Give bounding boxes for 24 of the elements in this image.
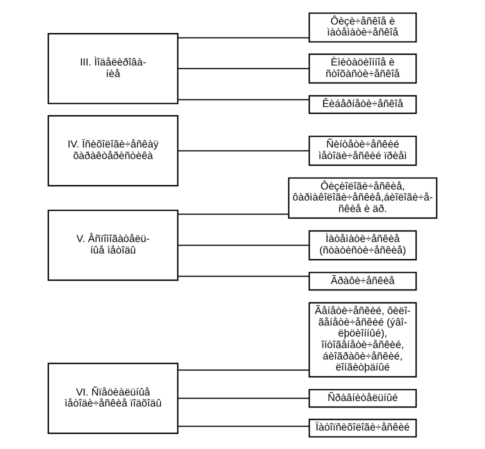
- node-box: Ïàòîïñèõîëîãè÷åñêèé: [308, 418, 417, 438]
- connector: [178, 369, 310, 370]
- node-box: Ñðàâíèòåëüíûé: [308, 388, 417, 408]
- node-box: Ãåíåòè÷åñêèé, ôèëî- ãåíåòè÷åñêèé (ýâî- ëþöèîííûé), îíòîãåíåòè÷åñêèé, áèîãðàôè÷åñêèé, ëîíãèòþäíûé: [308, 302, 417, 377]
- node-box: V. Âñïîìîãàòåëü- íûå ìåòîäû: [48, 209, 178, 280]
- node-box: III. Ìîäåëèðîâà- íèå: [48, 32, 178, 104]
- node-box: Êèáåðíåòè÷åñêîå: [308, 94, 417, 114]
- node-box: IV. Ïñèõîëîãè÷åñêàÿ õàðàêòåðèñòèêà: [48, 114, 178, 186]
- connector: [178, 397, 310, 398]
- node-box: Èìèòàöèîííîå è ñòîõàñòè÷åñêîå: [308, 53, 417, 84]
- connector: [178, 98, 310, 100]
- node-box: VI. Ñïåöèàëüíûå ìåòîäè÷åñêèå ïîäõîäû: [48, 362, 178, 434]
- connector: [178, 36, 310, 38]
- connector: [178, 150, 310, 151]
- node-box: Ãðàôè÷åñêèå: [308, 271, 417, 290]
- node-box: Ôèçèîëîãè÷åñêèå, ôàðìàêîëîãè÷åñêèå,áèîëîãè÷å- ñêèå è äð.: [288, 176, 438, 218]
- connector: [178, 213, 288, 214]
- node-box: Ôèçè÷åñêîå è ìàòåìàòè÷åñêîå: [308, 12, 417, 42]
- connector: [178, 68, 310, 69]
- node-box: Ñèíòåòè÷åñêèé ìåòîäè÷åñêèé ïðèåì: [308, 135, 417, 166]
- connector: [178, 244, 310, 246]
- connector: [178, 275, 310, 276]
- node-box: Ìàòåìàòè÷åñêèå (ñòàòèñòè÷åñêèå): [308, 230, 417, 260]
- connector: [178, 425, 310, 426]
